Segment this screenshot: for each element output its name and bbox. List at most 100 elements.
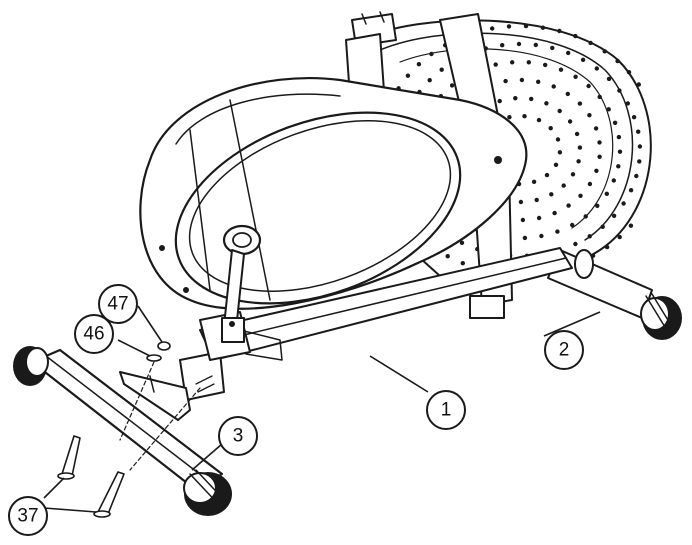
vent-hole: [583, 214, 588, 219]
vent-hole: [604, 244, 610, 250]
vent-hole: [626, 70, 632, 75]
vent-hole: [543, 62, 548, 68]
vent-hole: [544, 172, 550, 178]
vent-hole: [539, 233, 544, 239]
vent-hole: [561, 183, 566, 188]
vent-hole: [573, 33, 578, 39]
vent-hole: [576, 159, 581, 164]
callout-2: 2: [544, 330, 584, 370]
vent-hole: [616, 164, 621, 169]
vent-hole: [566, 50, 571, 56]
vent-hole: [534, 197, 539, 203]
vent-hole: [593, 126, 599, 131]
vent-hole: [553, 162, 559, 167]
vent-hole: [536, 79, 541, 85]
vent-hole: [611, 213, 617, 218]
vent-hole: [616, 134, 622, 140]
vent-hole: [518, 199, 524, 205]
vent-hole: [460, 261, 465, 266]
vent-hole: [594, 66, 599, 71]
main-frame: [179, 247, 573, 401]
vent-hole: [637, 159, 642, 164]
vent-hole: [531, 179, 537, 184]
vent-hole: [557, 28, 562, 34]
vent-hole: [510, 60, 515, 65]
vent-hole: [529, 96, 534, 102]
callout-47: 47: [98, 284, 138, 324]
vent-hole: [459, 240, 465, 245]
vent-hole: [520, 217, 526, 223]
vent-hole: [522, 114, 527, 119]
vent-hole: [588, 40, 593, 46]
vent-hole: [602, 49, 607, 54]
vent-hole: [587, 113, 592, 118]
vent-hole: [577, 145, 583, 150]
callout-37-label: 37: [17, 506, 38, 527]
vent-hole: [628, 223, 634, 228]
callout-37: 37: [8, 496, 48, 536]
vent-hole: [612, 120, 618, 126]
vent-hole: [567, 119, 573, 124]
vent-hole: [586, 83, 591, 89]
vent-hole: [557, 150, 563, 155]
vent-hole: [526, 60, 531, 65]
crank-arm: [221, 224, 262, 343]
vent-hole: [597, 154, 602, 159]
vent-hole: [573, 74, 578, 80]
vent-hole: [507, 115, 512, 120]
vent-hole: [555, 137, 561, 142]
vent-hole: [516, 41, 522, 47]
vent-hole: [570, 222, 575, 228]
vent-hole: [617, 234, 622, 240]
vent-hole: [552, 210, 557, 216]
vent-hole: [490, 26, 495, 31]
front-stabilizer: [13, 346, 232, 516]
hardware: [57, 341, 215, 518]
vent-hole: [533, 42, 538, 48]
vent-hole: [405, 73, 411, 78]
vent-hole: [595, 203, 600, 208]
vent-hole: [544, 101, 549, 106]
vent-hole: [416, 61, 422, 67]
vent-hole: [540, 25, 546, 30]
vent-hole: [522, 235, 528, 241]
vent-hole: [445, 254, 450, 259]
rear-stabilizer: [547, 249, 682, 340]
vent-hole: [615, 58, 620, 64]
vent-hole: [628, 188, 634, 193]
vent-hole: [625, 101, 630, 106]
vent-hole: [557, 108, 562, 114]
vent-hole: [493, 62, 498, 67]
vent-hole: [449, 83, 455, 88]
vent-hole: [587, 234, 592, 239]
vent-hole: [606, 76, 612, 82]
vent-hole: [637, 144, 643, 149]
vent-hole: [617, 88, 622, 93]
vent-hole: [578, 193, 583, 198]
vent-hole: [503, 78, 508, 84]
vent-hole: [565, 91, 570, 97]
vent-hole: [519, 77, 525, 83]
vent-hole: [621, 201, 626, 206]
vent-hole: [536, 215, 542, 221]
vent-hole: [594, 168, 599, 173]
vent-hole: [550, 45, 555, 51]
vent-hole: [636, 82, 641, 87]
vent-hole: [427, 78, 432, 83]
vent-hole: [636, 129, 641, 134]
vent-hole: [604, 191, 609, 196]
vent-hole: [513, 96, 518, 101]
vent-hole: [555, 229, 560, 234]
callout-46: 46: [74, 314, 114, 354]
callout-47-label: 47: [107, 294, 128, 315]
vent-hole: [429, 51, 434, 57]
vent-hole: [497, 98, 502, 104]
callout-46-label: 46: [83, 324, 104, 345]
vent-hole: [566, 203, 571, 208]
vent-hole: [574, 131, 580, 137]
callout-3: 3: [218, 416, 258, 456]
vent-hole: [631, 115, 637, 120]
callout-1-label: 1: [441, 400, 452, 421]
vent-hole: [548, 126, 553, 131]
